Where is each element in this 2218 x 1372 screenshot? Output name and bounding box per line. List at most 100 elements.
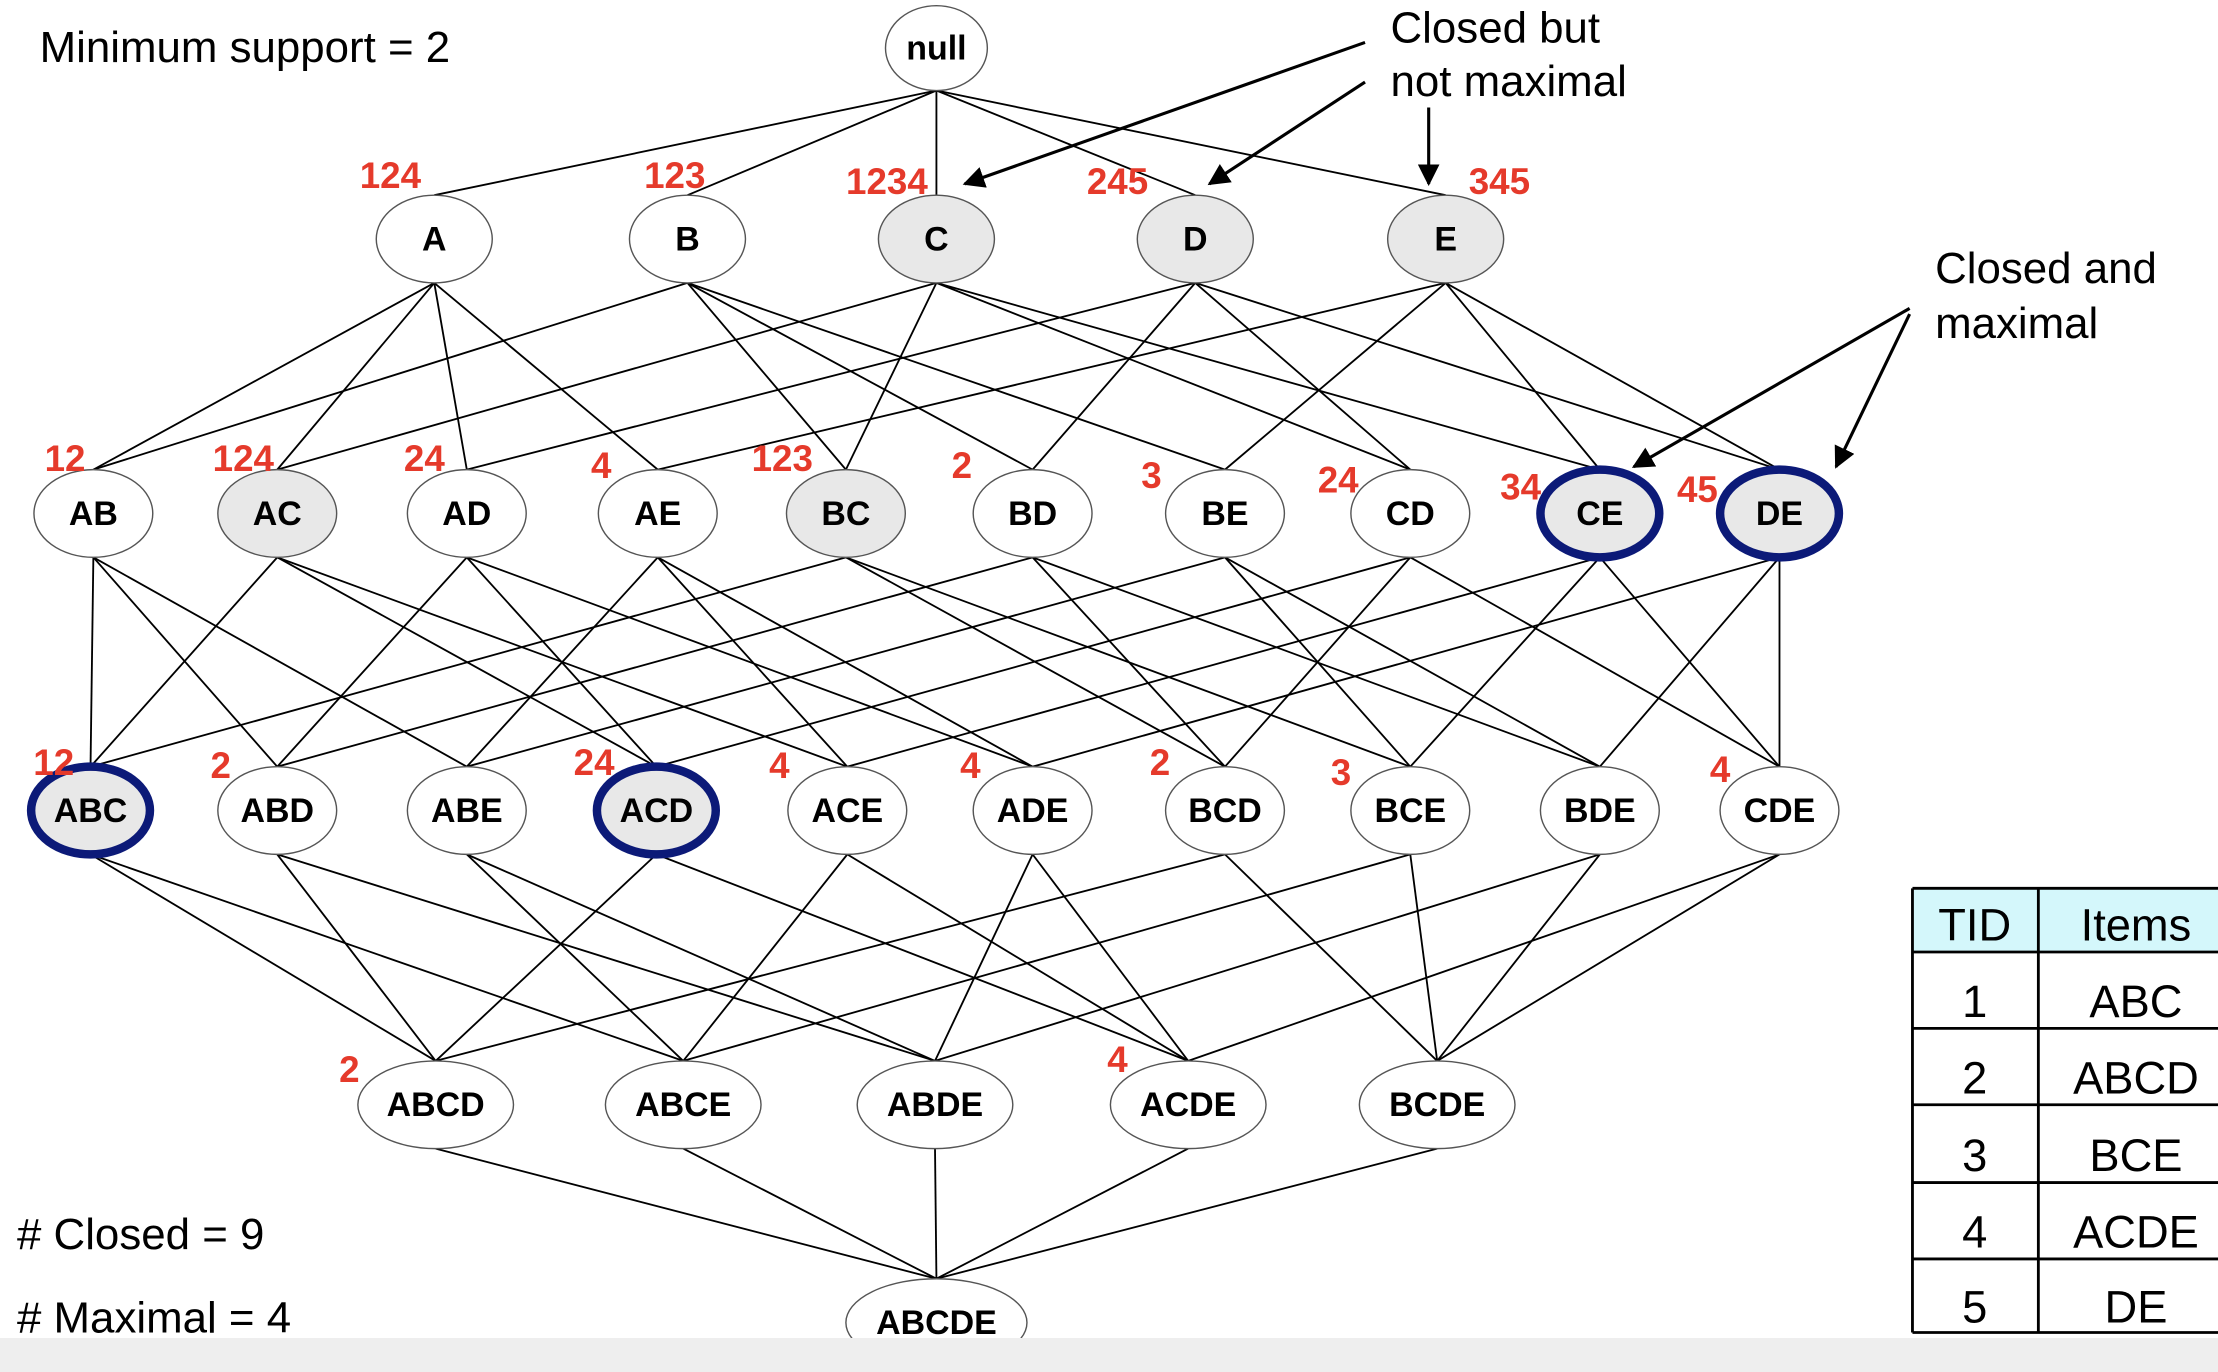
itemset-node-label: null: [906, 29, 966, 67]
lattice-edge: [433, 282, 659, 471]
itemset-node-shape: [406, 468, 527, 559]
lattice-edge: [92, 556, 278, 768]
lattice-edge: [90, 853, 684, 1062]
table-cell-tid: 3: [1962, 1130, 1987, 1181]
itemset-node-shape: [785, 468, 907, 559]
tid-label-ace: 4: [769, 745, 790, 786]
lattice-edge: [276, 853, 437, 1062]
lattice-edge: [92, 282, 435, 471]
lattice-edge: [845, 282, 938, 471]
lattice-edge: [1031, 282, 1196, 471]
itemset-node-acd: ACD: [592, 762, 721, 859]
tid-label-bcd: 2: [1150, 742, 1170, 783]
lattice-edge: [657, 556, 848, 768]
lattice-edge: [1031, 556, 1226, 768]
itemset-node-label: BC: [821, 495, 870, 533]
itemset-node-shape: [597, 468, 718, 559]
lattice-edge: [276, 282, 937, 471]
maximal-count-label: # Maximal = 4: [17, 1293, 291, 1342]
lattice-edge: [1444, 282, 1601, 471]
itemset-node-shape: [884, 4, 989, 92]
table-header-items: Items: [2081, 900, 2192, 951]
closed-and-maximal-label-line1: Closed and: [1935, 244, 2157, 293]
table-cell-tid: 4: [1962, 1207, 1987, 1258]
itemset-node-null: null: [884, 4, 989, 92]
tid-label-bce: 3: [1331, 752, 1351, 793]
transactions-table: TID Items 1 ABC 2 ABCD 3 BCE 4 ACDE 5 DE: [1911, 886, 2218, 1334]
lattice-edge: [466, 556, 1033, 768]
tid-label-ab: 12: [45, 438, 86, 479]
lattice-edge: [936, 282, 1601, 471]
tid-label-c: 1234: [846, 161, 928, 202]
itemset-node-shape: [33, 468, 154, 559]
tid-label-acd: 24: [574, 742, 615, 783]
min-support-label: Minimum support = 2: [40, 23, 451, 72]
itemset-node-acde: ACDE: [1109, 1060, 1267, 1150]
itemset-node-shape: [217, 765, 338, 856]
itemset-node-shape: [217, 468, 338, 559]
itemset-node-d: D: [1136, 194, 1254, 284]
closed-and-maximal-label-line2: maximal: [1935, 299, 2098, 348]
itemset-node-label: AB: [69, 495, 118, 533]
lattice-edge: [686, 282, 847, 471]
bottom-strip: [0, 1338, 2218, 1372]
lattice-edge: [1436, 853, 1601, 1062]
itemset-node-shape: [1386, 194, 1505, 284]
table-cell-items: ABCD: [2073, 1052, 2199, 1103]
lattice-edge: [89, 557, 95, 767]
tid-label-ad: 24: [404, 438, 445, 479]
itemset-node-shape: [877, 194, 996, 284]
tid-label-cde: 4: [1710, 749, 1731, 790]
itemset-node-ac: AC: [217, 468, 338, 559]
lattice-edge: [276, 282, 435, 471]
itemset-node-label: A: [422, 220, 447, 258]
lattice-edge: [92, 556, 468, 768]
itemset-node-label: ACD: [620, 792, 694, 830]
itemset-node-bcd: BCD: [1164, 765, 1286, 856]
lattice-edge: [1194, 282, 1411, 471]
tid-label-abcd: 2: [339, 1049, 359, 1090]
lattice-edge: [936, 89, 1446, 197]
itemset-node-label: BCDE: [1389, 1086, 1485, 1124]
itemset-node-c: C: [877, 194, 996, 284]
lattice-edge: [276, 556, 468, 768]
arrow-to-d: [1207, 80, 1366, 186]
table-cell-tid: 2: [1962, 1052, 1987, 1103]
lattice-edge: [1409, 556, 1601, 768]
itemset-node-ade: ADE: [972, 765, 1093, 856]
lattice-edge: [936, 282, 1411, 471]
tid-label-ade: 4: [960, 745, 981, 786]
lattice-edge: [1224, 556, 1411, 768]
tid-label-b: 123: [644, 155, 705, 196]
tid-label-d: 245: [1087, 161, 1148, 202]
itemset-node-bcde: BCDE: [1358, 1060, 1516, 1150]
itemset-node-shape: [972, 765, 1093, 856]
itemset-node-shape: [26, 762, 155, 859]
itemset-node-abde: ABDE: [856, 1060, 1014, 1150]
itemset-node-shape: [1350, 468, 1471, 559]
itemset-node-shape: [375, 194, 493, 284]
lattice-edge: [89, 556, 278, 768]
tid-label-abc: 12: [33, 742, 74, 783]
itemset-node-shape: [1136, 194, 1254, 284]
itemset-node-label: BCD: [1188, 792, 1262, 830]
table-cell-items: BCE: [2089, 1130, 2182, 1181]
table-cell-tid: 1: [1962, 976, 1987, 1027]
itemset-node-bc: BC: [785, 468, 907, 559]
lattice-edge: [934, 853, 1034, 1062]
itemset-node-label: AE: [634, 495, 681, 533]
lattice-edge: [90, 556, 847, 768]
lattice-edge: [1436, 853, 1780, 1062]
lattice-edge: [656, 556, 1411, 768]
itemset-node-de: DE: [1715, 465, 1844, 562]
lattice-edge: [1224, 556, 1601, 768]
lattice-edge: [466, 556, 659, 768]
itemset-node-label: ABCD: [387, 1086, 485, 1124]
lattice-edge: [656, 853, 1189, 1062]
tid-label-be: 3: [1141, 455, 1161, 496]
itemset-node-ace: ACE: [787, 765, 908, 856]
table-cell-items: ACDE: [2073, 1207, 2199, 1258]
